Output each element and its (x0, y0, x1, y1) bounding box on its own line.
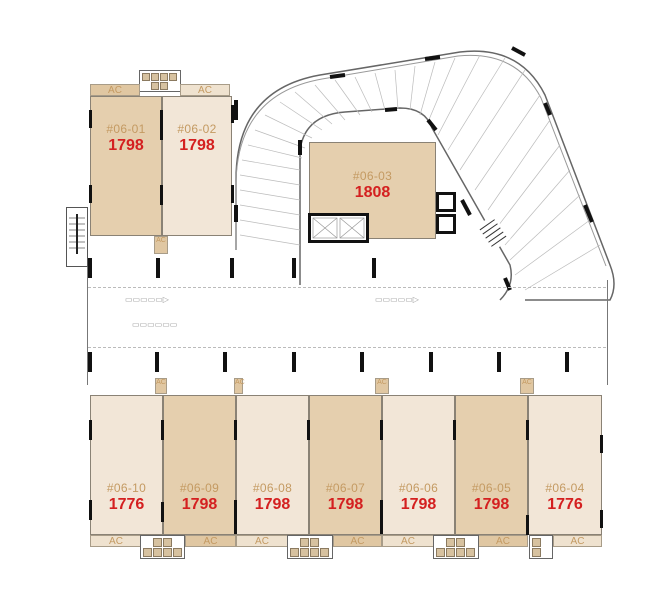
ac-ledge: AC (155, 378, 167, 394)
unit-area: 1798 (400, 496, 437, 513)
ac-ledge-grid (433, 535, 479, 559)
ac-ledge: AC (185, 535, 236, 547)
column (234, 420, 237, 440)
column (88, 258, 92, 278)
corridor-edge-bottom (88, 347, 606, 348)
column (234, 500, 237, 534)
ac-ledge: AC (333, 535, 382, 547)
unit-06-08[interactable]: #06-08 1798 (236, 395, 309, 535)
column (526, 515, 529, 535)
column (230, 258, 234, 278)
unit-06-10[interactable]: #06-10 1776 (90, 395, 163, 535)
column (453, 420, 456, 440)
ac-ledge-grid (287, 535, 333, 559)
ac-ledge: AC (180, 84, 230, 96)
column (372, 258, 376, 278)
ac-ledge: AC (375, 378, 389, 394)
column (160, 185, 163, 205)
unit-number: #06-09 (179, 481, 220, 495)
corridor-wall-left (87, 260, 88, 385)
unit-06-04[interactable]: #06-04 1776 (528, 395, 602, 535)
unit-number: #06-01 (106, 122, 146, 136)
ac-ledge: AC (478, 535, 528, 547)
unit-area: 1776 (547, 496, 583, 513)
column (155, 352, 159, 372)
column (89, 500, 92, 520)
road-marking: ▭▭▭▭▭▭ (132, 320, 178, 329)
unit-number: #06-03 (352, 169, 393, 183)
arrow-right-icon: ▭▭▭▭▭▷ (375, 295, 419, 304)
unit-06-02[interactable]: #06-02 1798 (162, 96, 232, 236)
unit-number: #06-05 (471, 481, 512, 495)
column (160, 110, 163, 140)
lift-icon (308, 213, 369, 243)
column (429, 352, 433, 372)
column (307, 420, 310, 440)
arrow-right-icon: ▭▭▭▭▭▷ (125, 295, 169, 304)
ac-ledge-grid (140, 535, 185, 559)
unit-number: #06-04 (545, 481, 585, 495)
column (89, 185, 92, 203)
lift-icon (436, 192, 456, 212)
column (223, 352, 227, 372)
column (380, 420, 383, 440)
unit-number: #06-02 (177, 122, 217, 136)
unit-area: 1798 (327, 496, 364, 513)
unit-06-06[interactable]: #06-06 1798 (382, 395, 455, 535)
column (600, 510, 603, 528)
column (497, 352, 501, 372)
column (360, 352, 364, 372)
lift-icon (436, 214, 456, 234)
column (292, 258, 296, 278)
unit-area: 1808 (354, 184, 391, 201)
ac-ledge: AC (236, 535, 288, 547)
unit-06-01[interactable]: #06-01 1798 (90, 96, 162, 236)
column (161, 420, 164, 440)
column (89, 110, 92, 128)
stairs-icon (475, 214, 511, 252)
unit-06-05[interactable]: #06-05 1798 (455, 395, 528, 535)
ac-ledge: AC (382, 535, 434, 547)
column (526, 420, 529, 440)
column (231, 105, 234, 123)
ac-ledge: AC (553, 535, 602, 547)
unit-area: 1798 (181, 496, 218, 513)
stairs-icon (66, 207, 88, 267)
unit-number: #06-07 (325, 481, 366, 495)
corridor-edge-top (88, 287, 606, 288)
column (231, 185, 234, 203)
unit-number: #06-06 (398, 481, 439, 495)
unit-area: 1798 (254, 496, 291, 513)
ac-ledge: AC (90, 84, 140, 96)
ac-ledge: AC (520, 378, 534, 394)
unit-area: 1798 (108, 137, 144, 154)
column (156, 258, 160, 278)
unit-number: #06-08 (252, 481, 293, 495)
ac-ledge-grid (139, 70, 181, 92)
ac-ledge: AC (234, 378, 245, 394)
unit-area: 1798 (179, 137, 215, 154)
column (380, 500, 383, 534)
unit-area: 1798 (473, 496, 510, 513)
column (600, 435, 603, 453)
unit-number: #06-10 (106, 481, 147, 495)
column (565, 352, 569, 372)
ac-ledge-grid (529, 535, 553, 559)
ac-ledge: AC (154, 236, 168, 254)
corridor-wall-right (607, 280, 608, 385)
column (292, 352, 296, 372)
unit-area: 1776 (108, 496, 145, 513)
column (88, 352, 92, 372)
column (161, 502, 164, 522)
unit-06-07[interactable]: #06-07 1798 (309, 395, 382, 535)
ac-ledge: AC (90, 535, 142, 547)
unit-06-09[interactable]: #06-09 1798 (163, 395, 236, 535)
column (89, 420, 92, 440)
